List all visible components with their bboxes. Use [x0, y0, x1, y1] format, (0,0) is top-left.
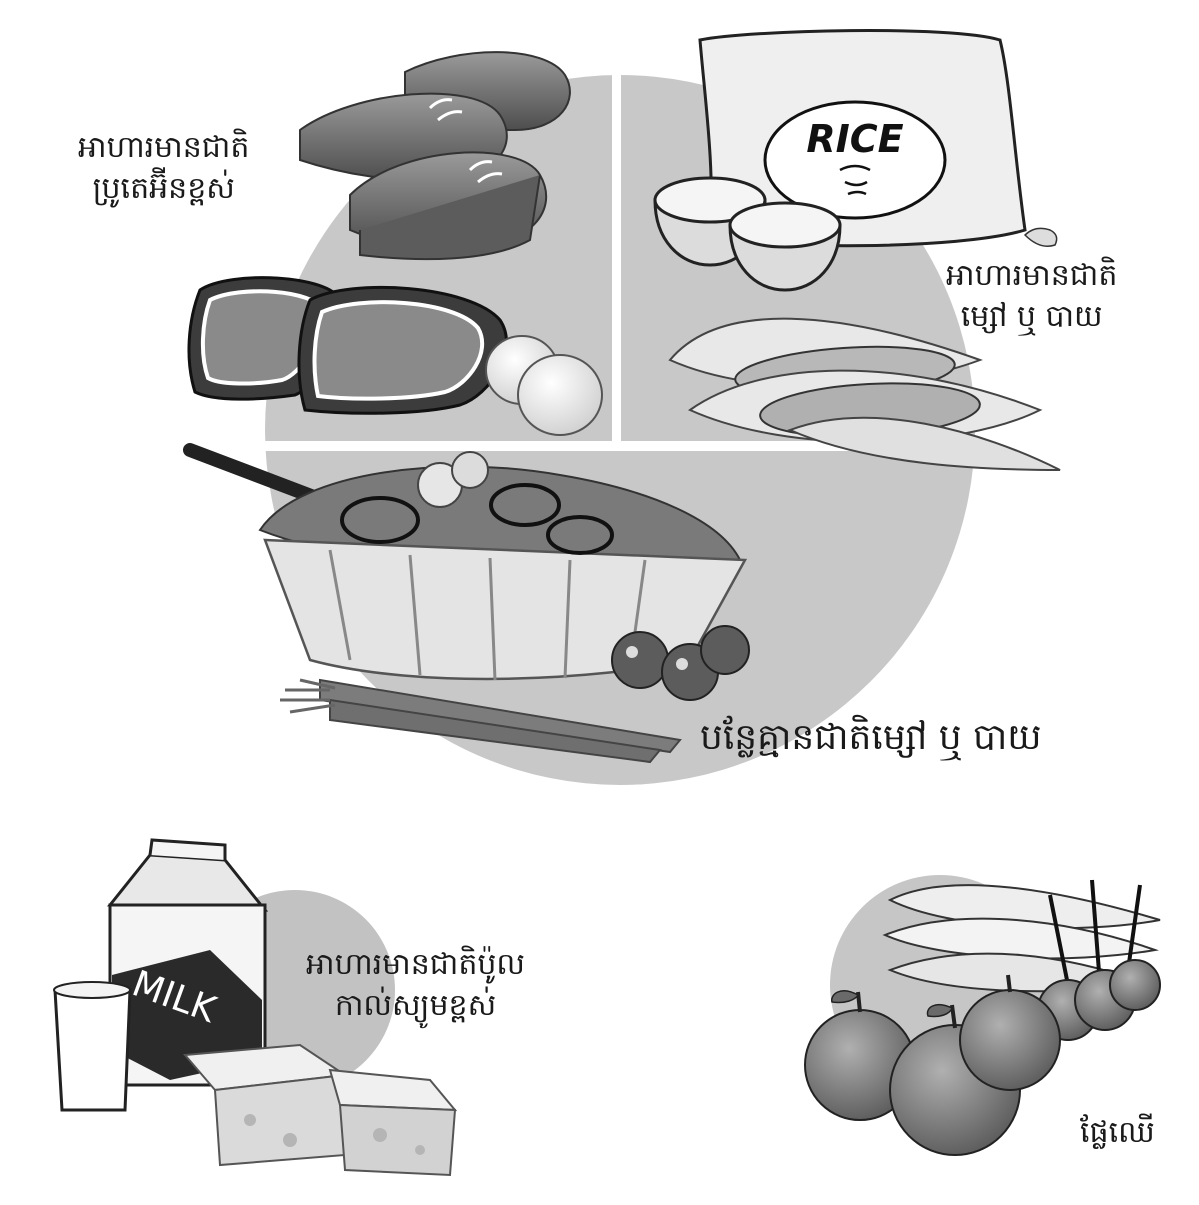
- starch-label-line-2: ម្សៅ ឬ បាយ: [946, 297, 1117, 338]
- fruit-label: ផ្លែឈើ: [1080, 1113, 1155, 1154]
- dairy-label-line-2: កាល់ស្យូមខ្ពស់: [306, 986, 525, 1027]
- starch-label-line-1: អាហារមានជាតិ: [946, 256, 1117, 297]
- plate-divider-vertical: [612, 70, 621, 444]
- milk-glass-icon: [54, 982, 130, 1110]
- protein-label-line-1: អាហារមានជាតិ: [78, 128, 249, 169]
- dairy-label: អាហារមានជាតិប៉ូល កាល់ស្យូមខ្ពស់: [306, 945, 525, 1026]
- cheese-icon: [185, 1045, 455, 1175]
- vegetables-label: បន្លែគ្មានជាតិម្សៅ ឬ បាយ: [700, 714, 1042, 763]
- protein-label-line-2: ប្រូតេអ៊ីនខ្ពស់: [78, 169, 249, 210]
- protein-label: អាហារមានជាតិ ប្រូតេអ៊ីនខ្ពស់: [78, 128, 249, 209]
- rice-bag-text: RICE: [806, 117, 903, 161]
- steak-icon: [189, 278, 506, 414]
- dairy-label-line-1: អាហារមានជាតិប៉ូល: [306, 945, 525, 986]
- milk-carton-icon: MILK: [110, 840, 265, 1085]
- starch-label: អាហារមានជាតិ ម្សៅ ឬ បាយ: [946, 256, 1117, 337]
